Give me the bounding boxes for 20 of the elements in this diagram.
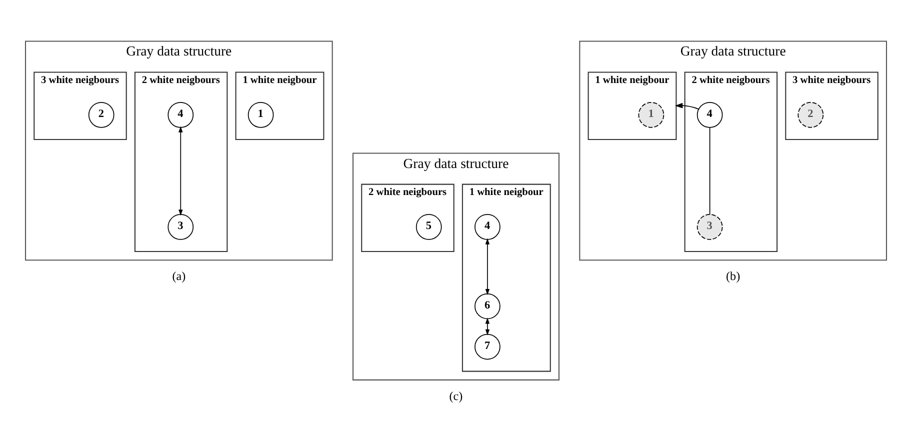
node-circle: 2 — [88, 102, 114, 128]
node-label: (c) — [449, 388, 463, 402]
node-circle: 6 — [474, 292, 500, 319]
node-circle: 4 — [696, 102, 723, 128]
node-circle: 4 — [474, 214, 500, 240]
arrow — [178, 126, 183, 216]
arrow — [485, 317, 490, 335]
node-circle: 3 — [168, 214, 194, 240]
node-circle: 1 — [248, 102, 274, 128]
connector — [709, 126, 710, 214]
node-circle: 3 — [696, 214, 723, 240]
arrow — [485, 238, 490, 295]
node-circle: 1 — [638, 102, 664, 128]
node-label: (b) — [726, 268, 740, 283]
node-circle: 7 — [474, 333, 500, 360]
node-circle: 5 — [416, 214, 442, 240]
node-label: (a) — [172, 268, 186, 283]
arrow — [674, 102, 700, 110]
node-circle: 2 — [798, 102, 824, 128]
node-circle: 4 — [168, 102, 194, 128]
